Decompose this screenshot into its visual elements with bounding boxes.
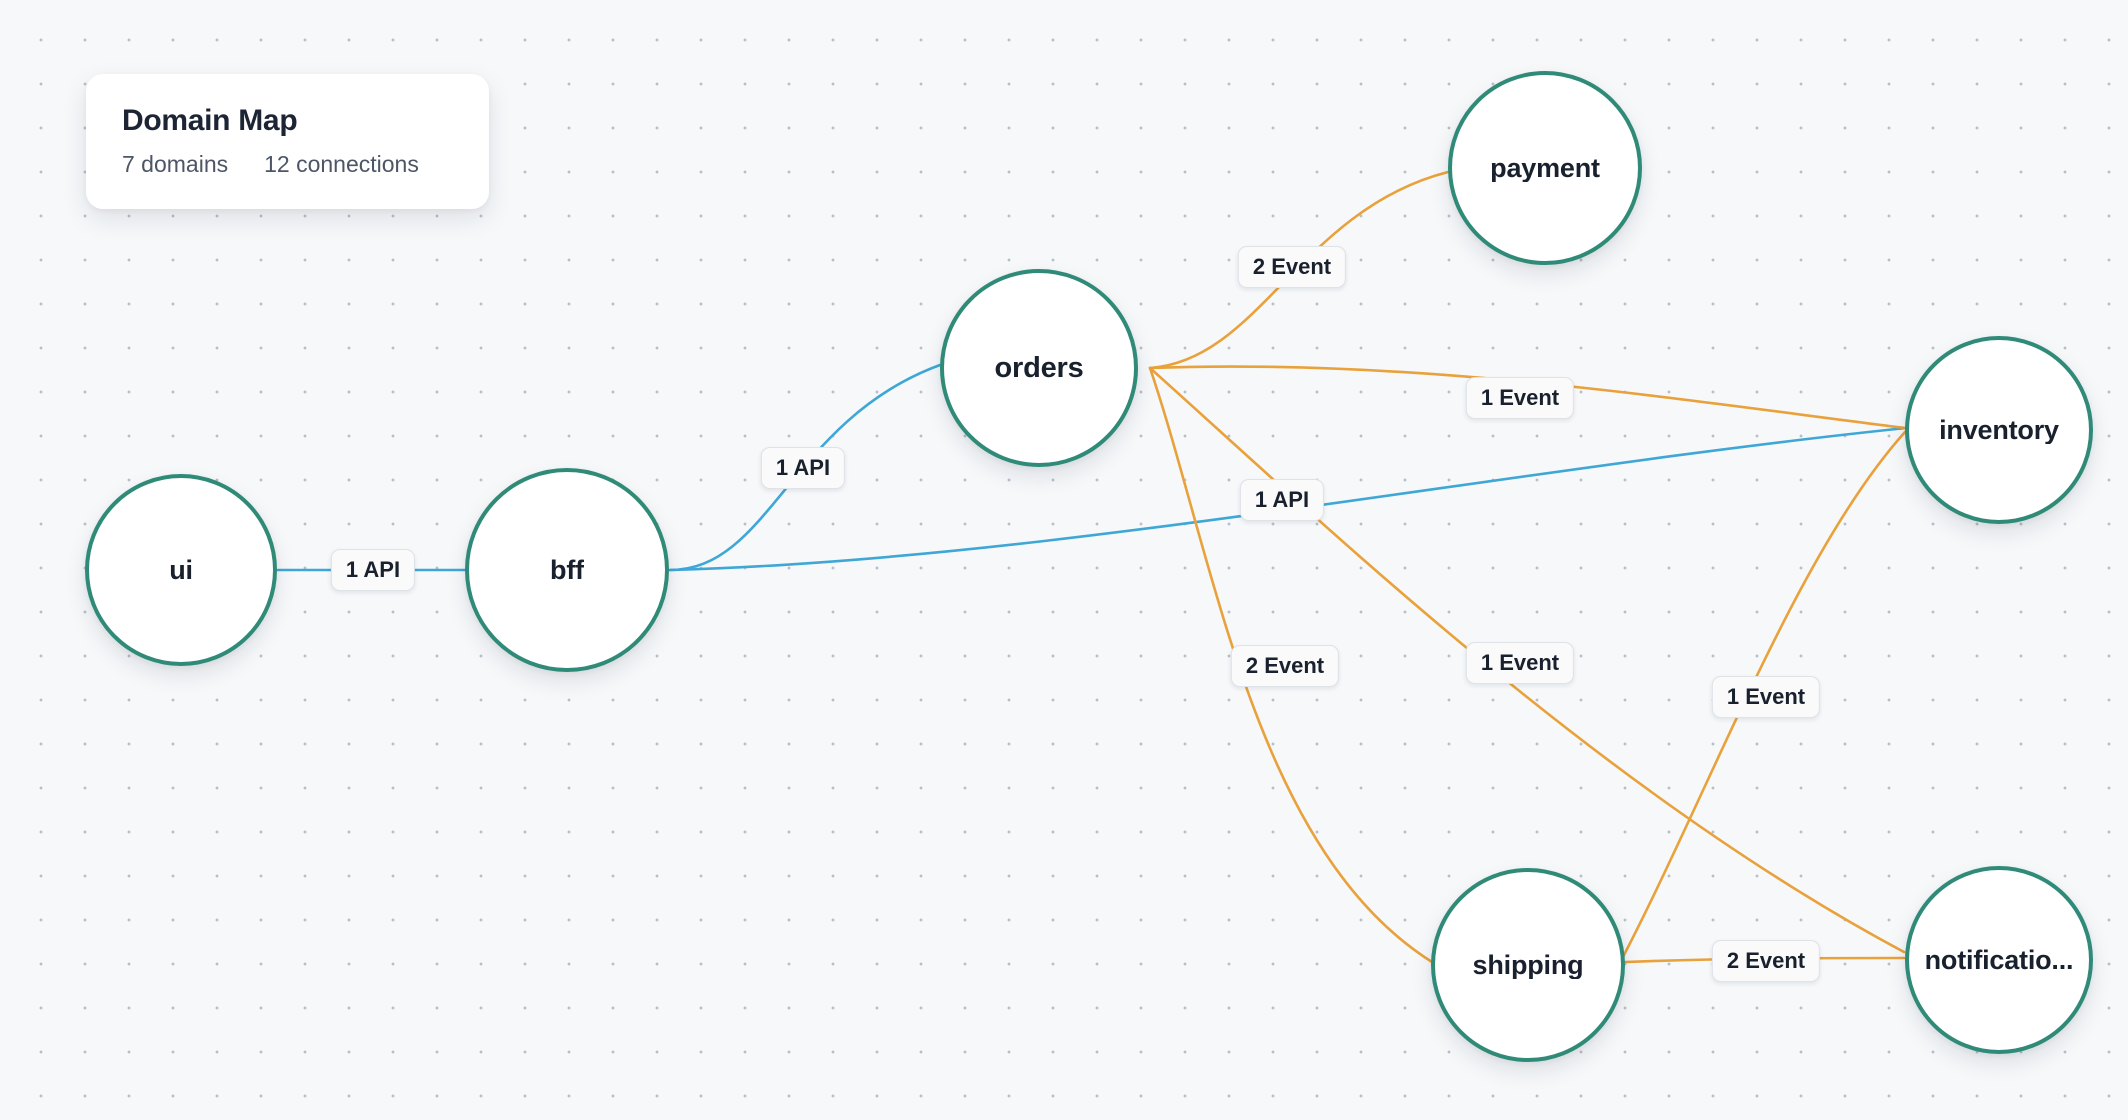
node-payment[interactable]: payment — [1448, 71, 1642, 265]
node-inventory[interactable]: inventory — [1905, 336, 2093, 524]
node-ui[interactable]: ui — [85, 474, 277, 666]
legend-domain-count: 7 domains — [122, 151, 229, 177]
node-label-payment: payment — [1490, 154, 1600, 182]
node-label-bff: bff — [550, 556, 584, 584]
legend-card: Domain Map 7 domains 12 connections — [86, 74, 489, 210]
edge-badge-orders-notification[interactable]: 1 Event — [1465, 642, 1575, 684]
node-label-notification: notificatio... — [1924, 946, 2074, 974]
edge-badge-orders-payment[interactable]: 2 Event — [1237, 246, 1347, 288]
edge-badge-shipping-notification[interactable]: 2 Event — [1711, 940, 1821, 982]
legend-title: Domain Map — [122, 104, 298, 137]
edge-badge-bff-inventory[interactable]: 1 API — [1239, 479, 1325, 521]
node-label-inventory: inventory — [1939, 416, 2059, 444]
node-notification[interactable]: notificatio... — [1905, 866, 2093, 1054]
node-label-ui: ui — [169, 556, 193, 584]
edge-badge-bff-orders[interactable]: 1 API — [760, 447, 846, 489]
legend-connection-count: 12 connections — [264, 151, 419, 177]
node-orders[interactable]: orders — [940, 269, 1138, 467]
node-label-shipping: shipping — [1472, 951, 1584, 979]
edge-badge-inventory-shipping[interactable]: 1 Event — [1711, 676, 1821, 718]
edge-badge-orders-inventory[interactable]: 1 Event — [1465, 377, 1575, 419]
node-label-orders: orders — [994, 353, 1084, 383]
legend-stats: 7 domains 12 connections — [122, 151, 453, 177]
edge-badge-ui-bff[interactable]: 1 API — [330, 549, 416, 591]
edge-badge-orders-shipping[interactable]: 2 Event — [1230, 645, 1340, 687]
node-bff[interactable]: bff — [465, 468, 669, 672]
node-shipping[interactable]: shipping — [1431, 868, 1625, 1062]
